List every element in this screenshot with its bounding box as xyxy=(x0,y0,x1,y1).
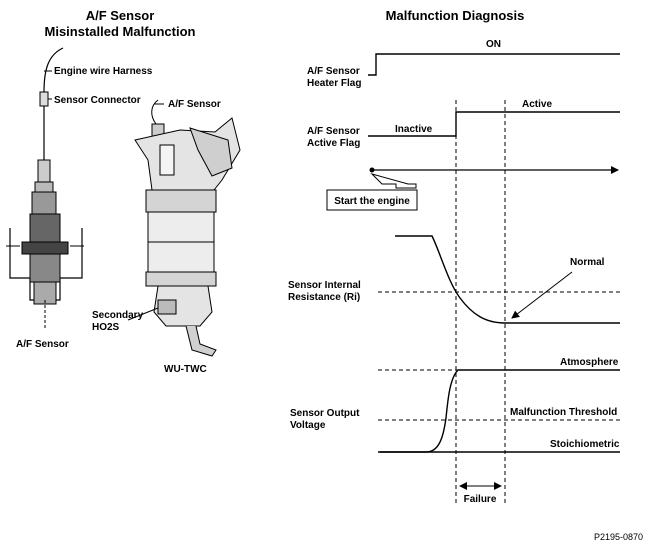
heater-flag-label-line1: A/F Sensor xyxy=(307,66,360,77)
stoichiometric-label: Stoichiometric xyxy=(550,439,620,450)
right-title: Malfunction Diagnosis xyxy=(386,8,525,23)
start-engine-label: Start the engine xyxy=(334,196,410,207)
heater-flag-state: ON xyxy=(486,39,501,50)
active-flag-label-line2: Active Flag xyxy=(307,138,360,149)
atmosphere-label: Atmosphere xyxy=(560,357,619,368)
heater-flag-label-line2: Heater Flag xyxy=(307,78,361,89)
af-sensor-illustration xyxy=(6,47,84,330)
active-flag-state-before: Inactive xyxy=(395,124,433,135)
af-sensor-top-label: A/F Sensor xyxy=(168,99,221,110)
voltage-label-line2: Voltage xyxy=(290,420,326,431)
secondary-label-line1: Secondary xyxy=(92,310,144,321)
left-title-line1: A/F Sensor xyxy=(86,8,155,23)
threshold-label: Malfunction Threshold xyxy=(510,407,617,418)
resistance-curve-label: Normal xyxy=(570,257,605,268)
active-flag-label-line1: A/F Sensor xyxy=(307,126,360,137)
voltage-label-line1: Sensor Output xyxy=(290,408,360,419)
secondary-label-line2: HO2S xyxy=(92,322,120,333)
resistance-curve xyxy=(395,235,620,324)
active-flag-state-after: Active xyxy=(522,99,552,110)
resistance-label-line1: Sensor Internal xyxy=(288,280,361,291)
secondary-leader xyxy=(127,307,159,321)
af-sensor-bottom-label: A/F Sensor xyxy=(16,339,69,350)
wu-twc-illustration xyxy=(134,99,241,357)
start-engine-box xyxy=(326,189,418,211)
voltage-curve xyxy=(380,369,620,453)
failure-label: Failure xyxy=(464,494,497,505)
figure-id: P2195-0870 xyxy=(594,532,643,542)
engine-wire-harness-label: Engine wire Harness xyxy=(54,66,153,77)
left-title-line2: Misinstalled Malfunction xyxy=(45,24,196,39)
wu-twc-label: WU-TWC xyxy=(164,364,207,375)
resistance-label-line2: Resistance (Ri) xyxy=(288,292,360,303)
sensor-connector-label: Sensor Connector xyxy=(54,95,141,106)
normal-pointer xyxy=(511,271,573,319)
heater-flag-signal xyxy=(368,53,620,76)
start-engine-callout xyxy=(370,173,417,189)
